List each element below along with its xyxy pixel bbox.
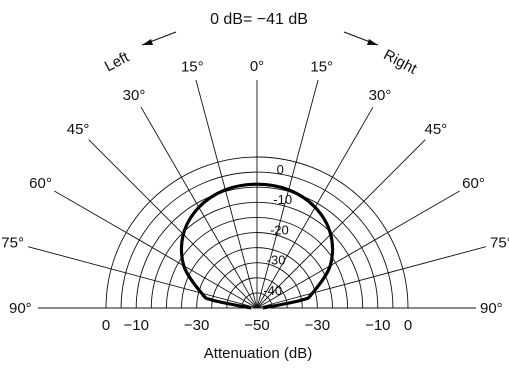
baseline-scale-label: −10 — [123, 317, 148, 334]
angle-label: 45° — [425, 121, 448, 138]
baseline-scale-label: 0 — [404, 317, 412, 334]
chart-title: 0 dB= −41 dB — [210, 11, 308, 28]
angle-label: 30° — [369, 87, 392, 104]
response-curve — [179, 182, 335, 310]
inner-scale-label: -30 — [267, 253, 286, 268]
baseline-scale-label: −50 — [244, 317, 269, 334]
angle-label: 60° — [462, 175, 485, 192]
inner-scale-label: -10 — [273, 192, 292, 207]
angle-label: 15° — [181, 59, 204, 76]
inner-scale-labels: 0 -10 -20 -30 -40 — [263, 162, 292, 298]
left-arrow-head — [142, 39, 153, 45]
angle-label: 15° — [310, 59, 333, 76]
angle-label: 60° — [29, 175, 52, 192]
baseline-scale-label: −30 — [184, 317, 209, 334]
angle-spoke — [27, 246, 258, 309]
right-direction-indicator: Right — [343, 31, 421, 78]
inner-scale-label: -20 — [270, 222, 289, 237]
angle-spoke — [256, 79, 319, 309]
angle-label: 90° — [9, 300, 32, 317]
baseline-scale-label: −30 — [305, 317, 330, 334]
angle-spoke — [256, 190, 460, 309]
inner-scale-label: -40 — [263, 283, 282, 298]
angle-label: 75° — [1, 235, 24, 252]
angle-label: 30° — [123, 87, 146, 104]
angle-spokes — [27, 79, 487, 309]
left-direction-label: Left — [102, 48, 133, 75]
angle-label: 0° — [250, 58, 264, 75]
x-axis-label: Attenuation (dB) — [204, 345, 312, 362]
right-direction-label: Right — [381, 46, 421, 78]
angle-spoke — [54, 190, 258, 309]
angle-spoke — [88, 139, 258, 309]
angle-label: 75° — [490, 235, 509, 252]
inner-scale-label: 0 — [277, 162, 284, 177]
angle-spoke — [195, 79, 258, 309]
baseline-scale-label: −10 — [365, 317, 390, 334]
angle-label: 45° — [67, 121, 90, 138]
baseline-scale-label: 0 — [102, 317, 110, 334]
angle-spoke — [256, 139, 426, 309]
angle-label: 90° — [480, 300, 503, 317]
response-curves — [179, 182, 335, 310]
right-arrow-head — [367, 39, 378, 45]
baseline-scale-labels: 0 −10 −30 −50 −30 −10 0 — [102, 317, 412, 334]
angle-spoke — [256, 246, 487, 309]
left-direction-indicator: Left — [102, 31, 177, 75]
angle-labels: 90° 75° 60° 45° 30° 15° 0° 15° 30° 45° 60° 75° 90° — [1, 58, 509, 317]
